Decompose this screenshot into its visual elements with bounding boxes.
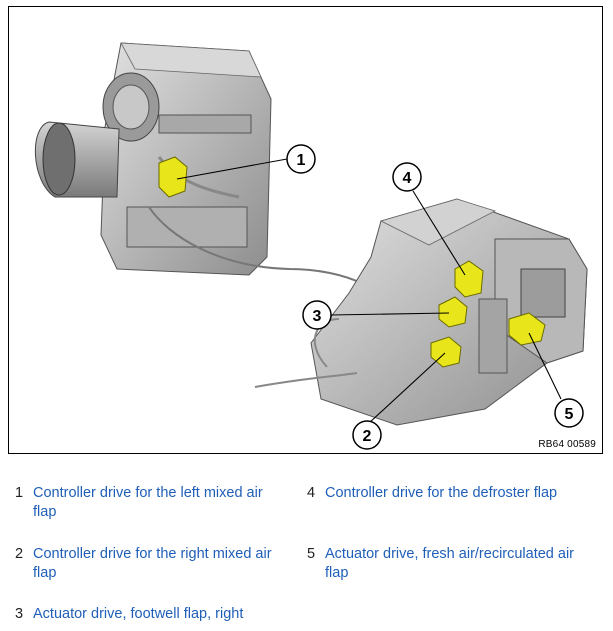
legend-number: 1 [15,485,24,501]
actuator-3-highlight [438,296,468,328]
legend-link[interactable]: Controller drive for the left mixed air … [33,485,263,520]
legend-link[interactable]: Controller drive for the defroster flap [325,485,558,501]
callout-4-label: 4 [403,170,412,187]
callout-3-label: 3 [313,308,322,325]
callout-5: 5 [554,398,584,428]
legend-number: 3 [15,606,24,622]
legend-link[interactable]: Actuator drive, fresh air/recirculated a… [325,546,575,581]
actuator-1-highlight [158,156,188,198]
callout-5-label: 5 [565,406,574,423]
callout-4: 4 [392,162,422,192]
actuator-5-highlight [508,312,546,346]
hvac-illustration: 1 4 3 2 5 [34,42,588,450]
legend-number: 5 [307,546,316,562]
legend-number: 2 [15,546,24,562]
reference-code: RB64 00589 [538,439,596,450]
legend-link[interactable]: Controller drive for the right mixed air… [33,546,272,581]
diagram-figure: 1 4 3 2 5 RB64 00589 [8,6,603,454]
leader-lines [176,158,562,424]
legend-number: 4 [307,485,316,501]
callout-1-label: 1 [297,152,306,169]
callout-1: 1 [286,144,316,174]
legend-link[interactable]: Actuator drive, footwell flap, right [33,606,244,622]
callout-2-label: 2 [363,428,372,445]
callout-2: 2 [352,420,382,450]
left-hvac-unit [34,42,362,284]
callout-3: 3 [302,300,332,330]
